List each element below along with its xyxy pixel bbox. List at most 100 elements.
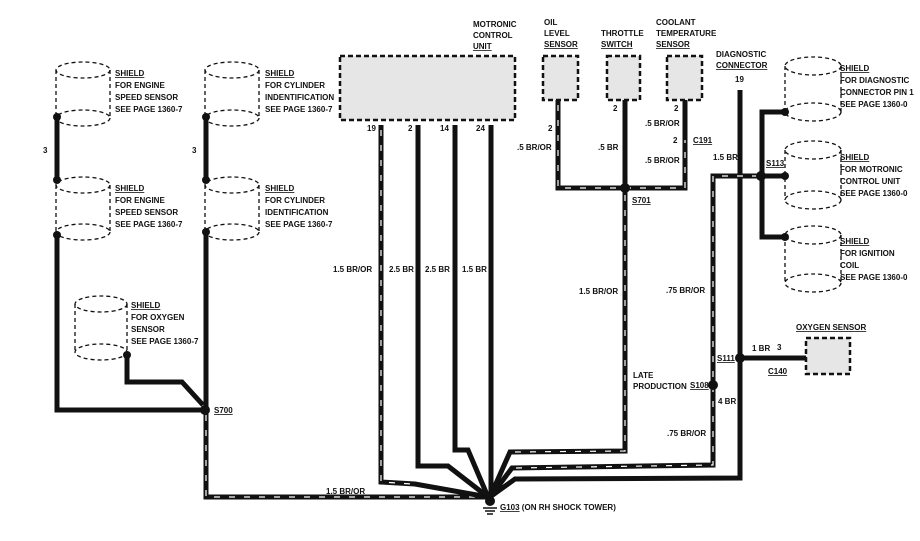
shield-labels: SHIELD FOR ENGINE SPEED SENSOR SEE PAGE 136…	[115, 64, 914, 346]
svg-text:.75 BR/OR: .75 BR/OR	[667, 429, 706, 438]
shield-diag	[784, 56, 842, 122]
shield-engine-speed-2	[55, 176, 111, 241]
svg-text:1.5 BR/OR: 1.5 BR/OR	[579, 287, 618, 296]
svg-text:FOR MOTRONIC: FOR MOTRONIC	[840, 165, 903, 174]
svg-text:SENSOR: SENSOR	[656, 40, 690, 49]
svg-text:4 BR: 4 BR	[718, 397, 736, 406]
svg-text:S701: S701	[632, 196, 651, 205]
svg-text:FOR IGNITION: FOR IGNITION	[840, 249, 895, 258]
svg-text:SEE PAGE 1360-7: SEE PAGE 1360-7	[115, 220, 183, 229]
svg-text:.75 BR/OR: .75 BR/OR	[666, 286, 705, 295]
svg-text:SEE PAGE 1360-0: SEE PAGE 1360-0	[840, 189, 908, 198]
svg-text:FOR ENGINE: FOR ENGINE	[115, 196, 165, 205]
motronic-control-unit	[338, 54, 517, 122]
svg-text:PRODUCTION: PRODUCTION	[633, 382, 687, 391]
svg-text:2: 2	[548, 124, 553, 133]
svg-text:2: 2	[613, 104, 618, 113]
shield-cyl-id-1	[204, 61, 260, 127]
svg-text:C140: C140	[768, 367, 788, 376]
oil-level-sensor	[541, 54, 580, 102]
svg-text:SEE PAGE 1360-7: SEE PAGE 1360-7	[265, 220, 333, 229]
svg-text:TEMPERATURE: TEMPERATURE	[656, 29, 717, 38]
svg-text:SHIELD: SHIELD	[840, 64, 870, 73]
svg-text:SHIELD: SHIELD	[115, 69, 145, 78]
svg-text:S111: S111	[717, 354, 735, 363]
component-labels: MOTRONIC CONTROL UNIT 19 2 14 24 OIL LEVEL SENS…	[367, 18, 866, 332]
ground-icon	[483, 496, 497, 515]
svg-text:THROTTLE: THROTTLE	[601, 29, 644, 38]
svg-text:COOLANT: COOLANT	[656, 18, 696, 27]
svg-text:S113: S113	[766, 159, 785, 168]
svg-text:1.5 BR: 1.5 BR	[462, 265, 487, 274]
svg-text:DIAGNOSTIC: DIAGNOSTIC	[716, 50, 766, 59]
svg-text:OXYGEN SENSOR: OXYGEN SENSOR	[796, 323, 866, 332]
svg-text:S108: S108	[690, 381, 709, 390]
svg-text:SHIELD: SHIELD	[115, 184, 145, 193]
svg-text:14: 14	[440, 124, 449, 133]
svg-text:CONTROL UNIT: CONTROL UNIT	[840, 177, 900, 186]
svg-text:1.5 BR: 1.5 BR	[713, 153, 738, 162]
svg-text:S700: S700	[214, 406, 233, 415]
shield-oxygen	[74, 295, 128, 361]
splice-labels: S700 S701 S113 S111 S108 C191 C140 LATE …	[214, 136, 788, 415]
wire-labels: 1.5 BR/OR 2.5 BR 2.5 BR 1.5 BR .5 BR/OR …	[326, 119, 770, 496]
svg-text:COIL: COIL	[840, 261, 859, 270]
svg-text:3: 3	[192, 146, 197, 155]
svg-text:UNIT: UNIT	[473, 42, 492, 51]
shield-ignition	[784, 225, 842, 293]
splice-dots	[53, 108, 789, 415]
svg-text:FOR ENGINE: FOR ENGINE	[115, 81, 165, 90]
svg-text:FOR CYLINDER: FOR CYLINDER	[265, 196, 325, 205]
svg-text:.5 BR/OR: .5 BR/OR	[645, 119, 680, 128]
svg-text:SWITCH: SWITCH	[601, 40, 633, 49]
svg-text:SEE PAGE 1360-7: SEE PAGE 1360-7	[131, 337, 199, 346]
shield-engine-speed-1	[55, 61, 111, 127]
svg-text:2: 2	[673, 136, 678, 145]
coolant-temperature-sensor	[665, 54, 704, 102]
svg-text:19: 19	[367, 124, 376, 133]
svg-text:LEVEL: LEVEL	[544, 29, 570, 38]
svg-text:LATE: LATE	[633, 371, 654, 380]
svg-text:SPEED SENSOR: SPEED SENSOR	[115, 93, 178, 102]
svg-text:FOR DIAGNOSTIC: FOR DIAGNOSTIC	[840, 76, 910, 85]
svg-text:1.5 BR/OR: 1.5 BR/OR	[326, 487, 365, 496]
pin-labels: 3 3 2 2 2 2 3	[43, 104, 782, 352]
svg-text:SPEED SENSOR: SPEED SENSOR	[115, 208, 178, 217]
svg-text:.5 BR/OR: .5 BR/OR	[645, 156, 680, 165]
svg-text:3: 3	[43, 146, 48, 155]
shield-motronic	[784, 140, 842, 210]
svg-text:SHIELD: SHIELD	[265, 69, 295, 78]
svg-text:SHIELD: SHIELD	[840, 153, 870, 162]
svg-text:IDENTIFICATION: IDENTIFICATION	[265, 208, 329, 217]
svg-text:OIL: OIL	[544, 18, 557, 27]
ground-label: G103 (ON RH SHOCK TOWER)	[500, 503, 616, 512]
oxygen-sensor	[804, 336, 852, 376]
svg-text:CONNECTOR: CONNECTOR	[716, 61, 768, 70]
svg-text:SENSOR: SENSOR	[131, 325, 165, 334]
svg-text:19: 19	[735, 75, 744, 84]
svg-text:1.5 BR/OR: 1.5 BR/OR	[333, 265, 372, 274]
svg-text:C191: C191	[693, 136, 713, 145]
svg-text:CONNECTOR PIN 1: CONNECTOR PIN 1	[840, 88, 914, 97]
svg-text:SHIELD: SHIELD	[131, 301, 161, 310]
svg-text:3: 3	[777, 343, 782, 352]
svg-text:2: 2	[674, 104, 679, 113]
svg-text:SENSOR: SENSOR	[544, 40, 578, 49]
svg-text:24: 24	[476, 124, 485, 133]
svg-text:INDENTIFICATION: INDENTIFICATION	[265, 93, 334, 102]
svg-text:MOTRONIC: MOTRONIC	[473, 20, 517, 29]
svg-text:.5 BR: .5 BR	[598, 143, 619, 152]
svg-text:FOR OXYGEN: FOR OXYGEN	[131, 313, 185, 322]
throttle-switch	[605, 54, 642, 102]
svg-text:.5 BR/OR: .5 BR/OR	[517, 143, 552, 152]
svg-text:2: 2	[408, 124, 413, 133]
svg-text:CONTROL: CONTROL	[473, 31, 513, 40]
svg-text:SEE PAGE 1360-7: SEE PAGE 1360-7	[265, 105, 333, 114]
wires	[54, 90, 806, 500]
svg-text:SEE PAGE 1360-0: SEE PAGE 1360-0	[840, 100, 908, 109]
svg-text:SHIELD: SHIELD	[265, 184, 295, 193]
svg-text:2.5 BR: 2.5 BR	[425, 265, 450, 274]
svg-text:FOR CYLINDER: FOR CYLINDER	[265, 81, 325, 90]
svg-text:SEE PAGE 1360-7: SEE PAGE 1360-7	[115, 105, 183, 114]
